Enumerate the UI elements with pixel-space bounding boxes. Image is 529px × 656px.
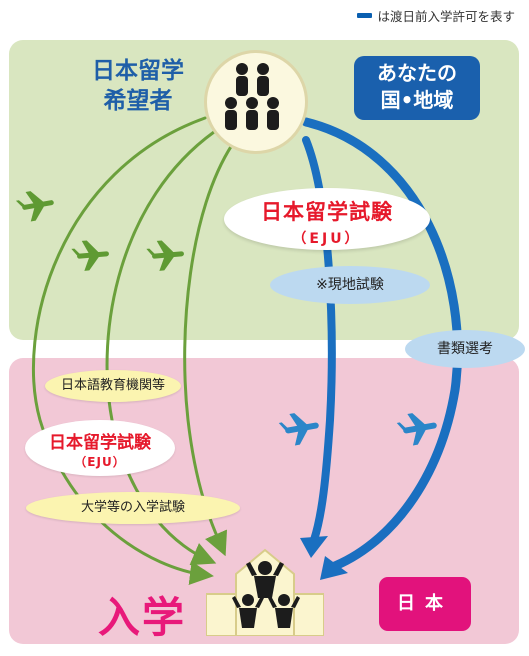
- eju-overseas-title: 日本留学試験: [261, 200, 393, 224]
- eju-japan-title: 日本留学試験: [49, 433, 151, 453]
- people-group-icon: [225, 63, 279, 130]
- airplane-icon: [396, 413, 437, 446]
- local-exam-text: ※現地試験: [316, 277, 384, 293]
- legend-text: は渡日前入学許可を表す: [377, 9, 515, 24]
- legend: は渡日前入学許可を表す: [357, 6, 515, 25]
- university-exam-text: 大学等の入学試験: [80, 500, 185, 515]
- blue-arrowhead-2: [320, 556, 348, 580]
- blue-arrowhead-1: [300, 536, 328, 558]
- eju-overseas-abbr: （EJU）: [292, 231, 362, 247]
- eju-japan-abbr: （EJU）: [74, 455, 126, 469]
- local-exam-pill: ※現地試験: [270, 266, 430, 304]
- legend-blue-bar-icon: [357, 13, 373, 18]
- eju-overseas-oval: 日本留学試験 （EJU）: [224, 188, 430, 250]
- applicants-circle: [204, 50, 308, 154]
- applicant-label: 日本留学 希望者: [78, 56, 198, 116]
- japanese-school-pill: 日本語教育機関等: [45, 370, 181, 402]
- japan-box-text: 日本: [397, 593, 453, 614]
- admission-label: 入学: [98, 593, 187, 642]
- school-building-icon: [206, 548, 324, 636]
- japan-box: 日本: [379, 577, 471, 631]
- document-screening-pill: 書類選考: [405, 330, 525, 368]
- your-country-line2: 国•地域: [380, 88, 454, 112]
- airplane-icon: [278, 413, 319, 446]
- blue-route-documents: [301, 117, 463, 573]
- airplane-icon: [71, 240, 109, 271]
- eju-japan-oval: 日本留学試験 （EJU）: [25, 420, 175, 476]
- applicant-label-line2: 希望者: [103, 88, 173, 114]
- airplane-icon: [15, 191, 54, 222]
- applicant-label-line1: 日本留学: [92, 58, 184, 84]
- green-route-1: [32, 116, 214, 585]
- your-country-box: あなたの 国•地域: [354, 56, 480, 120]
- your-country-line1: あなたの: [377, 61, 457, 85]
- document-screening-text: 書類選考: [437, 341, 493, 357]
- airplane-icon: [146, 240, 184, 271]
- university-exam-pill: 大学等の入学試験: [26, 492, 240, 524]
- japanese-school-text: 日本語教育機関等: [60, 378, 165, 393]
